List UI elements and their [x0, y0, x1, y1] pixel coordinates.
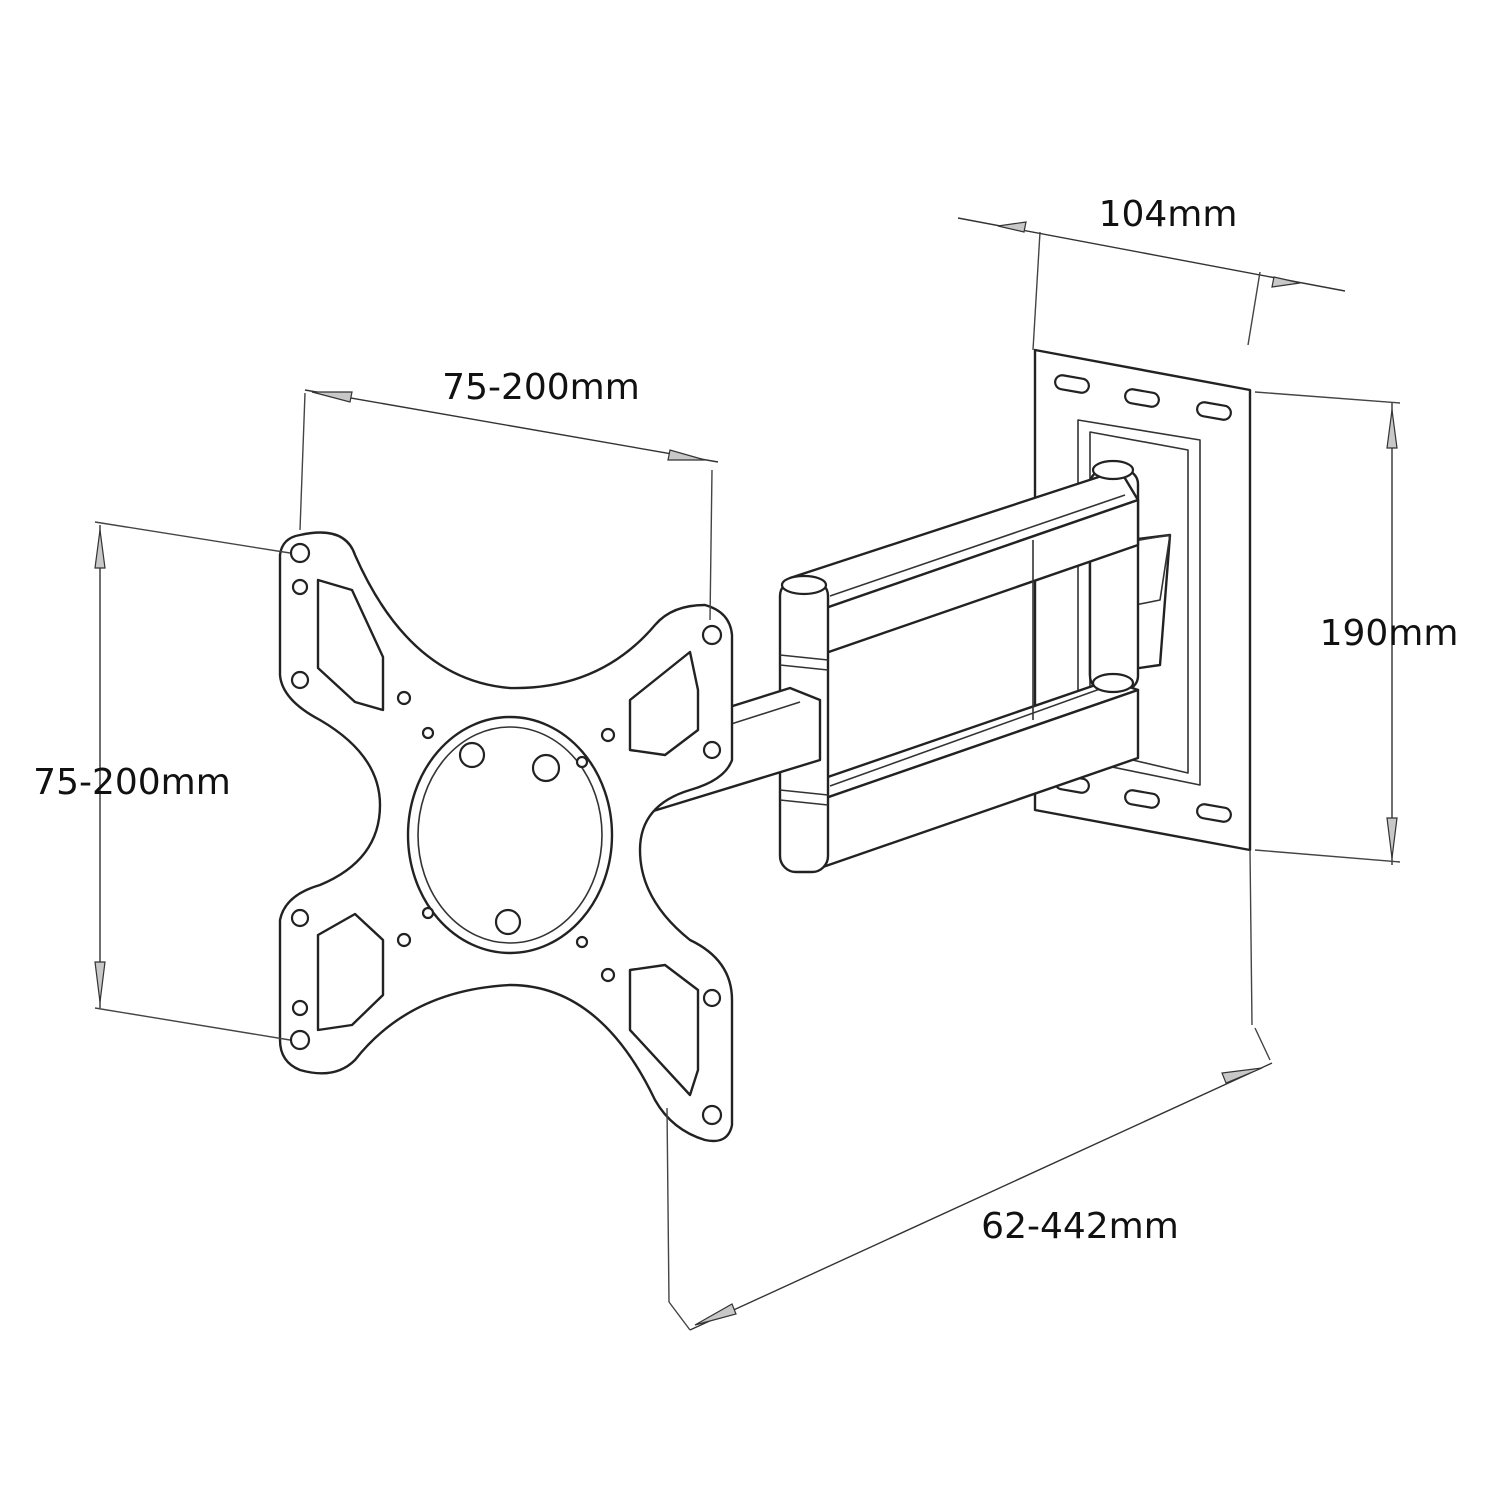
vesa-hole-bottom-right [701, 1104, 723, 1126]
vesa-hole-top-right [701, 624, 723, 646]
vesa-slot-top-left [316, 578, 385, 712]
dimension-wall-plate-height: 190mm [1254, 391, 1459, 865]
arrow-190-top [1386, 409, 1398, 449]
wall-slot-top-left [1054, 374, 1090, 394]
wall-slot-bottom-right [1196, 803, 1232, 823]
vesa-hole-bottom-left [289, 1029, 311, 1051]
center-hole-top-right [531, 753, 561, 783]
wall-slot-top-right [1196, 401, 1232, 421]
center-hole-top-left [458, 741, 486, 769]
vesa-plate [278, 531, 734, 1143]
vesa-hole-top-left [289, 542, 311, 564]
arrow-vesa-height-bottom [94, 961, 106, 1003]
label-vesa-height: 75-200mm [33, 762, 231, 803]
vesa-slot-top-right [628, 650, 700, 757]
dimension-arm-extension: 62-442mm [666, 849, 1273, 1331]
wall-slot-top-middle [1124, 388, 1160, 408]
dimension-vesa-height: 75-200mm [33, 521, 291, 1041]
label-vesa-width: 75-200mm [442, 367, 640, 408]
vesa-center-disc [406, 715, 614, 955]
upper-arm [788, 459, 1140, 870]
arm-pivot-top-cap [1091, 459, 1135, 481]
label-62-442mm: 62-442mm [981, 1206, 1179, 1247]
arrow-extension-left [694, 1303, 737, 1326]
arrow-104-right [1271, 276, 1301, 288]
label-190mm: 190mm [1320, 613, 1459, 654]
arrow-vesa-width-right [667, 449, 706, 461]
vesa-slot-bottom-right [628, 963, 700, 1097]
dimension-wall-plate-depth: 104mm [957, 194, 1346, 351]
arrow-190-bottom [1386, 817, 1398, 859]
arrow-vesa-width-left [311, 391, 353, 403]
vesa-slot-bottom-left [316, 912, 385, 1032]
arm-pivot-bottom-cap [1091, 672, 1135, 694]
arrow-vesa-height-top [94, 529, 106, 569]
dimension-vesa-width: 75-200mm [299, 367, 719, 621]
center-hole-bottom [494, 908, 522, 936]
arrow-104-left [997, 221, 1027, 233]
middle-hinge-top-cap [780, 574, 828, 596]
label-104mm: 104mm [1099, 194, 1238, 235]
wall-slot-bottom-middle [1124, 789, 1160, 809]
arrow-extension-right [1221, 1067, 1263, 1084]
